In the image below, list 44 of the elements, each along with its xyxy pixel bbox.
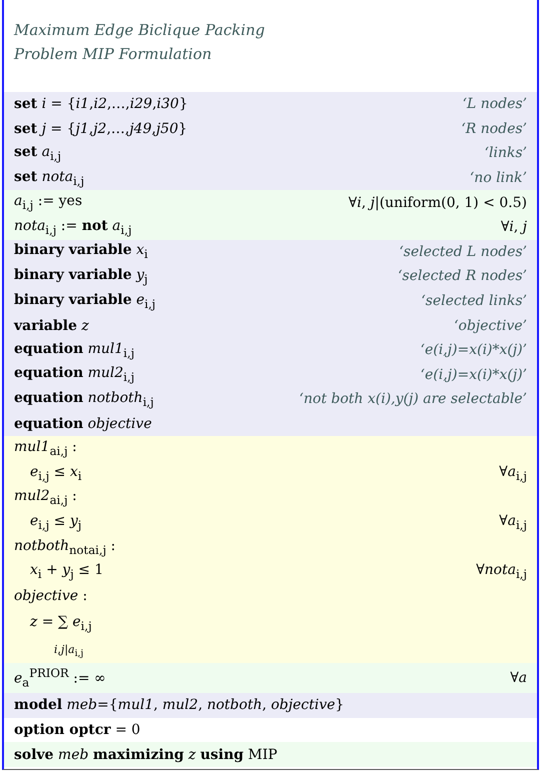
formula-text: mul1$_{ai,j}$ : <box>14 439 77 458</box>
comment-text: ‘no link’ <box>470 170 527 186</box>
formula-text: notboth$_{notai,j}$ : <box>14 538 116 556</box>
comment-text: ‘L nodes’ <box>462 96 527 112</box>
formula-text: set j = {j1,j2,…,j49,j50} <box>14 120 188 137</box>
formula-text: equation mul1$_{i,j}$ <box>14 340 134 360</box>
formula-text: set nota$_{i,j}$ <box>14 168 84 188</box>
formula-text: set i = {i1,i2,…,i29,i30} <box>14 96 188 112</box>
comment-text: ‘objective’ <box>454 318 527 334</box>
domain-text: ∀a <box>510 670 527 686</box>
formula-text: e$_{i,j}$ ≤ y$_{j}$ <box>30 512 82 532</box>
domain-text: ∀a$_{i,j}$ <box>499 464 527 483</box>
formula-text: z = ∑ e$_{i,j}$ <box>30 614 92 633</box>
formula-text: i,j|a$_{i,j}$ <box>54 642 84 659</box>
formula-text: option optcr = 0 <box>14 722 140 738</box>
comment-text: ‘R nodes’ <box>461 120 527 137</box>
domain-text: ∀i, j <box>500 219 527 236</box>
formula-text: solve meb maximizing z using MIP <box>14 746 278 763</box>
formula-text: equation objective <box>14 416 152 432</box>
formula-text: set a$_{i,j}$ <box>14 144 62 163</box>
comment-text: ‘selected links’ <box>421 293 527 310</box>
formula-text: binary variable x$_{i}$ <box>14 242 148 262</box>
formula-text: objective : <box>14 588 88 604</box>
comment-text: ‘not both x(i),y(j) are selectable’ <box>299 391 527 408</box>
formula-text: equation mul2$_{i,j}$ <box>14 365 134 384</box>
formula-text: mul2$_{ai,j}$ : <box>14 488 77 508</box>
formula-text: model meb={mul1, mul2, notboth, objective} <box>14 697 344 714</box>
comment-text: ‘e(i,j)=x(i)*x(j)’ <box>420 342 527 358</box>
formula-text: e$_{a}$$^{PRIOR}$ := ∞ <box>14 666 106 690</box>
formula-text: equation notboth$_{i,j}$ <box>14 390 154 409</box>
title: Maximum Edge Biclique Packing Problem MIP Formulation <box>14 20 266 65</box>
comment-text: ‘selected L nodes’ <box>399 244 527 260</box>
formula-text: binary variable y$_{j}$ <box>14 267 148 286</box>
formula-text: e$_{i,j}$ ≤ x$_{i}$ <box>30 464 82 483</box>
formula-text: variable z <box>14 318 89 334</box>
formula-text: binary variable e$_{i,j}$ <box>14 292 156 310</box>
comment-text: ‘selected R nodes’ <box>398 268 527 284</box>
domain-text: ∀a$_{i,j}$ <box>499 512 527 532</box>
comment-text: ‘e(i,j)=x(i)*x(j)’ <box>420 366 527 383</box>
formula-text: x$_{i}$ + y$_{j}$ ≤ 1 <box>30 562 104 581</box>
domain-text: ∀i, j|(uniform(0, 1) < 0.5) <box>348 194 527 211</box>
formula-text: a$_{i,j}$ := yes <box>14 193 82 212</box>
domain-text: ∀nota$_{i,j}$ <box>476 562 527 581</box>
comment-text: ‘links’ <box>484 145 527 162</box>
